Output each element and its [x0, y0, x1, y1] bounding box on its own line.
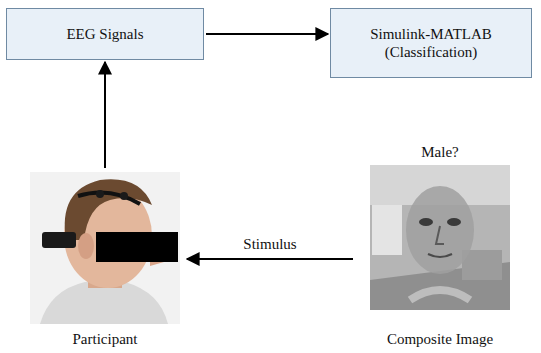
- composite-image: [370, 165, 510, 310]
- ear: [78, 233, 94, 259]
- image-caption: Composite Image: [387, 330, 493, 348]
- photo-frame: Participant: [25, 170, 185, 348]
- box-label: Simulink-MATLAB (Classification): [339, 25, 523, 61]
- process-box: EEG Signals: [6, 8, 204, 60]
- process-box: Simulink-MATLAB (Classification): [330, 8, 532, 78]
- image-caption: Participant: [73, 330, 138, 348]
- connector-arrow: [187, 258, 353, 260]
- participant-photo: [30, 172, 180, 324]
- hair: [65, 179, 152, 240]
- face: [406, 186, 474, 274]
- eye: [419, 218, 433, 226]
- shirt: [40, 282, 168, 324]
- electrode: [96, 190, 104, 198]
- connector-arrow: [206, 33, 328, 35]
- nose: [436, 226, 444, 244]
- image-background: [370, 165, 510, 310]
- photo-background: [30, 172, 180, 324]
- mouth: [428, 254, 452, 257]
- window: [372, 205, 402, 255]
- connector-arrow: [104, 62, 106, 168]
- eye: [447, 218, 461, 226]
- electrode: [120, 192, 128, 200]
- image-caption: Male?: [421, 143, 458, 161]
- shoulders: [410, 290, 470, 300]
- privacy-bar: [96, 232, 178, 262]
- headset-unit: [42, 232, 76, 248]
- headset-band: [78, 192, 140, 204]
- edge-label: Stimulus: [241, 235, 298, 253]
- box-label: EEG Signals: [66, 25, 143, 43]
- image-frame: Male? Composite Image: [355, 143, 525, 348]
